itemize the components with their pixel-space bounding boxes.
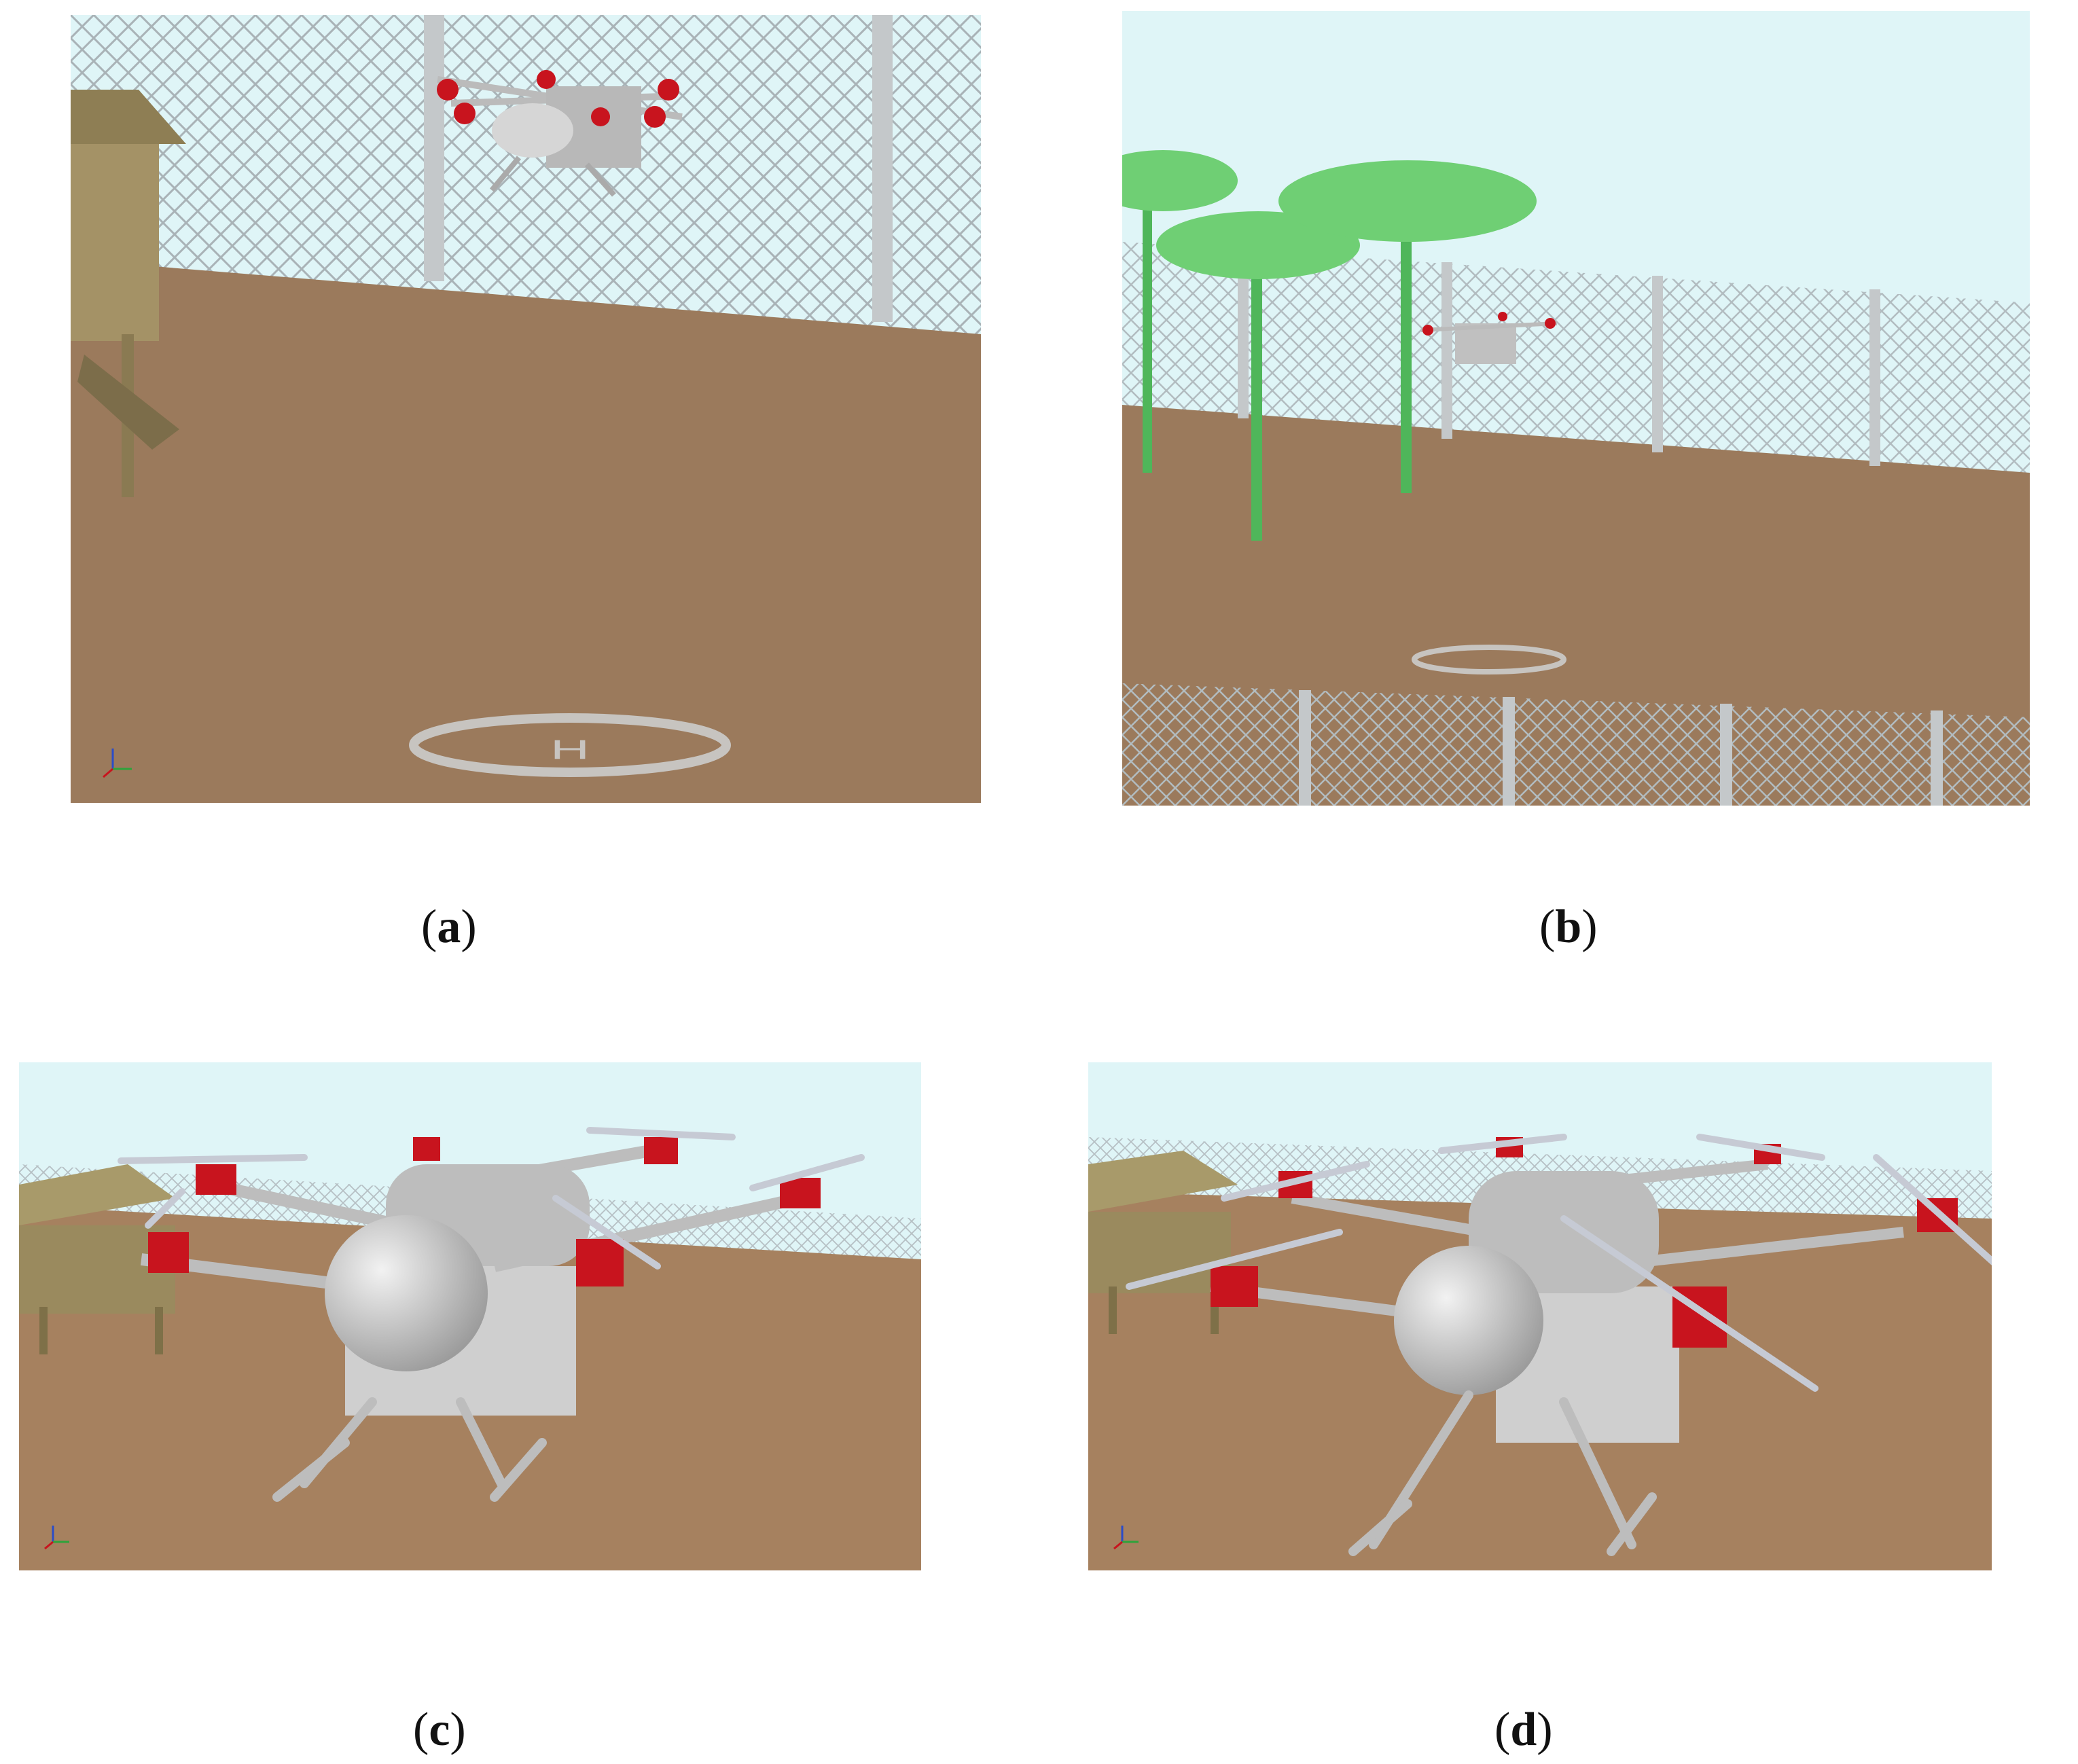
propellers	[1126, 1134, 1992, 1392]
helipad	[1412, 645, 1566, 674]
panel-c-scene	[19, 1062, 921, 1570]
caption-b: (b)	[1539, 901, 1598, 953]
panel-a-image: H	[71, 15, 981, 803]
drone	[1420, 312, 1558, 364]
propellers	[118, 1127, 865, 1270]
panel-b-image	[1122, 11, 2030, 806]
panel-d-scene	[1088, 1062, 1992, 1570]
axis-triad-icon	[1113, 1526, 1139, 1550]
palm-trees	[1122, 150, 1537, 541]
fence-post	[424, 15, 444, 281]
front-fence-posts	[1299, 690, 1943, 806]
panel-b-scene	[1122, 11, 2030, 806]
caption-letter: b	[1555, 901, 1582, 953]
fence-mesh	[1122, 242, 2030, 473]
helipad-letter: H	[550, 735, 590, 765]
fence-mesh	[71, 15, 981, 334]
fence-posts	[1238, 255, 1880, 466]
fence-post	[872, 15, 893, 322]
ground	[71, 259, 981, 803]
drone	[1126, 1134, 1992, 1556]
panel-d-image	[1088, 1062, 1992, 1570]
caption-c: (c)	[413, 1704, 466, 1756]
front-fence-mesh	[1122, 683, 2030, 806]
caption-letter: c	[429, 1704, 450, 1756]
caption-a: (a)	[421, 901, 477, 953]
axis-triad-icon	[44, 1526, 69, 1550]
watch-tower	[71, 90, 186, 497]
motors	[148, 1137, 821, 1286]
caption-letter: a	[437, 901, 461, 953]
drone	[118, 1127, 865, 1502]
panel-c-image	[19, 1062, 921, 1570]
landing-gear	[272, 1397, 547, 1502]
panel-a-scene: H	[71, 15, 981, 803]
caption-letter: d	[1510, 1704, 1537, 1756]
axis-triad-icon	[103, 749, 132, 778]
helipad: H	[409, 713, 731, 777]
drone	[437, 70, 683, 197]
landing-gear	[1348, 1390, 1657, 1556]
caption-d: (d)	[1494, 1704, 1553, 1756]
